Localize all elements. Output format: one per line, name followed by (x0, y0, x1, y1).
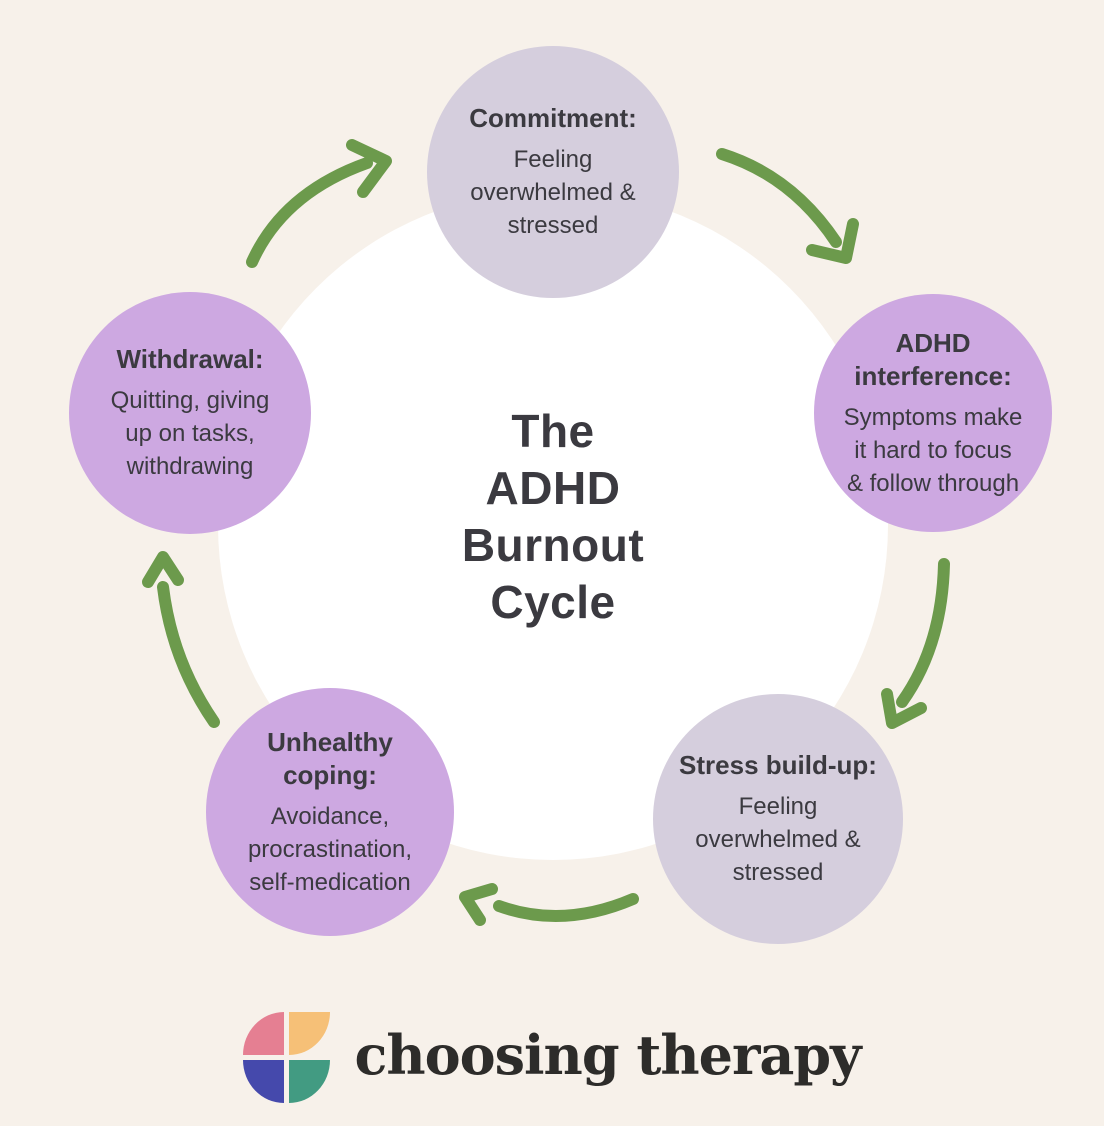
arrow-adhd-interference-to-stress-build-up (881, 558, 950, 729)
arrow-unhealthy-coping-to-withdrawal (142, 551, 220, 728)
logo-quadrant-orange (289, 1012, 331, 1055)
arrow-stress-build-up-to-unhealthy-coping (459, 883, 639, 926)
node-commitment-title: Commitment: (469, 103, 637, 133)
logo-quadrant-blue (243, 1060, 285, 1103)
arrow-withdrawal-to-commitment (246, 139, 392, 268)
logo-quadrant-green (289, 1060, 331, 1103)
arrow-commitment-to-adhd-interference (716, 148, 859, 264)
node-unhealthy-coping-body: Avoidance,procrastination,self-medicatio… (247, 802, 413, 896)
node-stress-build-up-title: Stress build-up: (679, 750, 877, 780)
brand-footer: choosing therapy (0, 1012, 1104, 1103)
brand-wordmark: choosing therapy (354, 1022, 861, 1087)
node-withdrawal-title: Withdrawal: (116, 344, 264, 374)
choosing-therapy-logo-icon (243, 1012, 331, 1103)
logo-quadrant-pink (243, 1012, 285, 1055)
